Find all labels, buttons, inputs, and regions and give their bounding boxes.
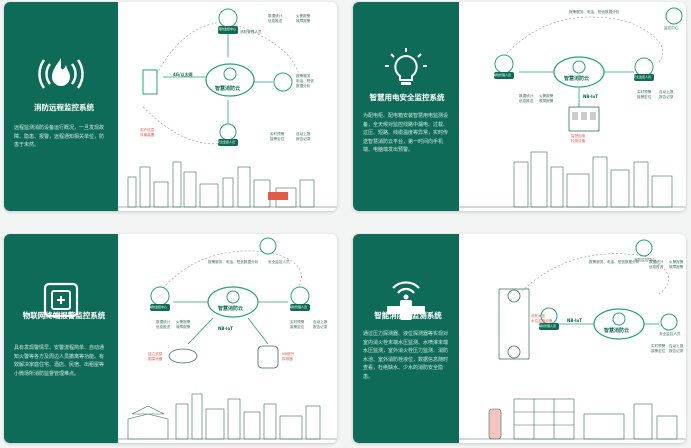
node-label: 数据统计 信息推送 bbox=[268, 14, 283, 23]
node-label: 火警报警 故障报警 bbox=[669, 260, 684, 269]
node-label: 自动上报 报告记录 bbox=[313, 320, 328, 329]
node-label: 数据统计 信息推送 bbox=[519, 94, 534, 103]
card-description: 远程监测消防设备运行概况，一旦发现故障、隐患、报警，远程通知相关单位，防患于未然… bbox=[14, 125, 105, 148]
card-smart-electricity[interactable]: 智慧用电安全监控系统 为配电柜、配电箱安装智慧用电监测设备，全天候对监控线路中漏… bbox=[353, 2, 686, 211]
node-label: 数据统计 信息推送 bbox=[649, 260, 664, 269]
card-info-panel: 智慧用电安全监控系统 为配电柜、配电箱安装智慧用电监测设备，全天候对监控线路中漏… bbox=[353, 2, 459, 211]
node-label: 监控中心 bbox=[664, 26, 679, 30]
node-label: 数据统计 信息推送 bbox=[156, 320, 171, 329]
node-label: 消防管理人员 bbox=[493, 73, 512, 77]
card-info-panel: 物联网终端报警监控系统 具有发现警情早、安警流程简单、自动通知火警等各方及周边人… bbox=[4, 234, 118, 443]
card-description: 为配电柜、配电箱安装智慧用电监测设备，全天候对监控线路中漏电、过载、过压、短路、… bbox=[363, 113, 449, 153]
node-label: 消防水压 水位监测设备 bbox=[531, 314, 553, 323]
node-label: 消防管理人员 bbox=[538, 324, 557, 328]
card-title: 智能消防水监测系统 bbox=[374, 311, 442, 320]
node-label: 智慧用电 检测设备 bbox=[571, 134, 586, 143]
node-label: 报警服务、电话、短信数据分析 bbox=[589, 260, 640, 264]
card-smart-water-monitoring[interactable]: 智能消防水监测系统 通过压力探测器、液位探测器等实现对室内消火栓末端水压监测、水… bbox=[353, 234, 686, 443]
node-label: 实时预警 接警定位 bbox=[651, 344, 666, 353]
node-label: 自动上报 报告记录 bbox=[659, 90, 674, 99]
network-label: NB-IoT bbox=[567, 318, 583, 323]
node-label: 消防管理人员 bbox=[240, 30, 262, 34]
node-label: 报警服务 电话、短信 数据分析 bbox=[296, 74, 314, 88]
node-label: 实时预警 接警定位 bbox=[290, 320, 305, 329]
node-label: 火警报警 故障报警 bbox=[176, 320, 191, 329]
node-label: 报警服务、电话、短信数据分析 bbox=[208, 260, 259, 264]
bulb-icon bbox=[385, 48, 427, 85]
node-label: 用户信息 传输装置 bbox=[140, 128, 155, 137]
card-title: 智慧用电安全监控系统 bbox=[369, 93, 445, 102]
node-label: 消防监控中心 bbox=[218, 27, 237, 31]
network-label: NB-IoT bbox=[583, 94, 599, 99]
system-diagram: 报警服务、电话、短信数据分析 消防监控中心 消防管理人员 数据统计 信息推送 火… bbox=[118, 234, 337, 443]
node-label: 自动上报 报告记录 bbox=[669, 344, 684, 353]
cloud-label: 智慧消防云 bbox=[604, 328, 630, 334]
cloud-label: 智慧消防云 bbox=[218, 306, 244, 312]
node-label: 消防监控中心 bbox=[634, 258, 656, 262]
node-label: 消防监控中心 bbox=[149, 305, 168, 309]
node-label: 消防管理人员 bbox=[289, 305, 308, 309]
card-title: 物联网终端报警监控系统 bbox=[22, 311, 106, 320]
node-label: 实时预警 接警定位 bbox=[270, 132, 285, 141]
node-label: 安全监控人员 bbox=[659, 332, 681, 336]
detector-icon bbox=[43, 282, 79, 318]
system-diagram: 报警服务、电话、短信数据分析 消防监控中心 消防管理人员 数据统计 信息推送 火… bbox=[459, 234, 686, 443]
network-label: NB-IoT bbox=[218, 326, 234, 331]
node-label: 安全监控人员 bbox=[217, 140, 236, 144]
node-label: 自动上报 报告记录 bbox=[296, 132, 311, 141]
node-label: 火警报警 故障报警 bbox=[539, 94, 554, 103]
node-label: 独立式感 烟探测器 bbox=[148, 352, 163, 361]
valve-wifi-icon bbox=[387, 281, 425, 320]
system-diagram: 消防监控中心 消防管理人员 数据统计 信息推送 火警报警 故障报警 报警服务 电… bbox=[118, 2, 337, 211]
node-label: 安全监控人员 bbox=[633, 75, 652, 79]
node-label: NB燃气 探测器 bbox=[282, 352, 295, 361]
card-iot-terminal-alarm[interactable]: 物联网终端报警监控系统 具有发现警情早、安警流程简单、自动通知火警等各方及周边人… bbox=[4, 234, 337, 443]
card-fire-remote-monitoring[interactable]: 消防远程监控系统 远程监测消防设备运行概况，一旦发现故障、隐患、报警，远程通知相… bbox=[4, 2, 337, 211]
node-label: 实时预警 接警定位 bbox=[637, 90, 652, 99]
network-label: 4G/以太网 bbox=[173, 72, 193, 77]
fire-wifi-icon bbox=[38, 58, 84, 89]
node-label: 安全监控人员 bbox=[268, 260, 290, 264]
card-title: 消防远程监控系统 bbox=[34, 103, 94, 112]
cloud-label: 智慧消防云 bbox=[215, 86, 241, 92]
card-description: 通过压力探测器、液位探测器等实现对室内消火栓末端水压监测、水喷淋末端水压监测，室… bbox=[363, 331, 449, 380]
card-info-panel: 智能消防水监测系统 通过压力探测器、液位探测器等实现对室内消火栓末端水压监测、水… bbox=[353, 234, 459, 443]
card-info-panel: 消防远程监控系统 远程监测消防设备运行概况，一旦发现故障、隐患、报警，远程通知相… bbox=[4, 2, 118, 211]
node-label: 报警服务、电话、短信数据分析 bbox=[569, 10, 620, 14]
cloud-label: 智慧消防云 bbox=[564, 76, 590, 82]
node-label: 火警报警 故障报警 bbox=[296, 14, 311, 23]
system-diagram: 报警服务、电话、短信数据分析 监控中心 消防管理人员 数据统计 信息推送 火警报… bbox=[459, 2, 686, 211]
card-description: 具有发现警情早、安警流程简单、自动通知火警等各方及周边人员撤离等功能。有效解决家… bbox=[14, 345, 105, 377]
